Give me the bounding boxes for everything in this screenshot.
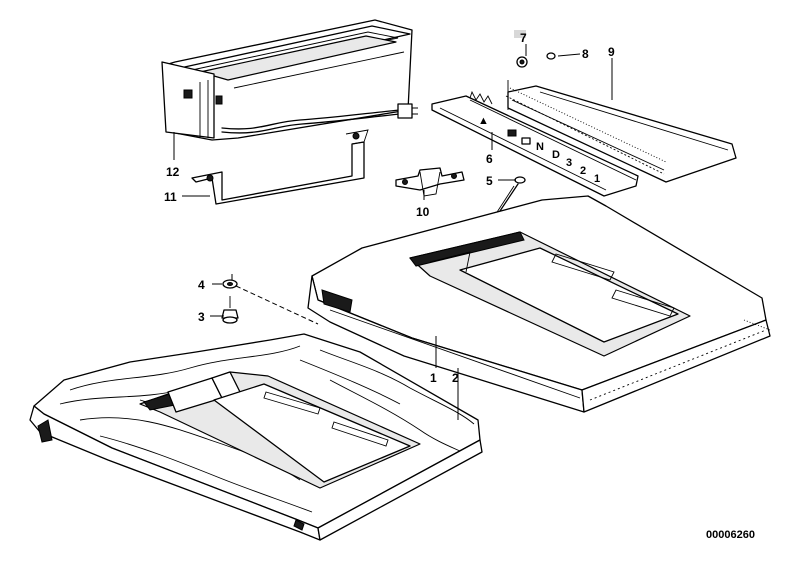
label-part-4: 4: [198, 278, 205, 292]
drawing-code: 00006260: [706, 529, 755, 541]
console-cover-upper: [307, 195, 771, 413]
label-part-6: 6: [486, 152, 493, 166]
svg-text:2: 2: [580, 165, 586, 177]
label-part-5: 5: [486, 174, 493, 188]
label-part-11: 11: [164, 190, 177, 204]
trim-cover-lower: [29, 333, 483, 541]
label-part-8: 8: [582, 47, 589, 61]
svg-text:D: D: [552, 149, 560, 161]
leader-lines: [173, 44, 613, 420]
label-part-2: 2: [452, 371, 459, 385]
plug: [221, 296, 239, 324]
svg-text:▲: ▲: [478, 115, 489, 127]
label-part-7: 7: [520, 31, 527, 45]
label-part-9: 9: [608, 45, 615, 59]
brush-strip-cover: [505, 80, 737, 183]
svg-text:N: N: [536, 141, 544, 153]
label-part-1: 1: [430, 371, 437, 385]
nut: [514, 30, 528, 68]
small-bracket: [395, 167, 465, 197]
svg-text:3: 3: [566, 157, 572, 169]
svg-text:1: 1: [594, 173, 600, 185]
assembly-line: [235, 285, 319, 325]
indicator-plate: ▲ N D 3 2 1: [431, 90, 639, 197]
label-part-3: 3: [198, 310, 205, 324]
bracket: [191, 129, 369, 205]
part-labels: 1 2 3 4 5 6 7 8 9 10 11 12: [164, 31, 615, 385]
label-part-12: 12: [166, 165, 180, 179]
label-part-10: 10: [416, 205, 430, 219]
washer: [546, 52, 556, 60]
storage-tray: [161, 19, 418, 141]
clip: [222, 274, 238, 289]
